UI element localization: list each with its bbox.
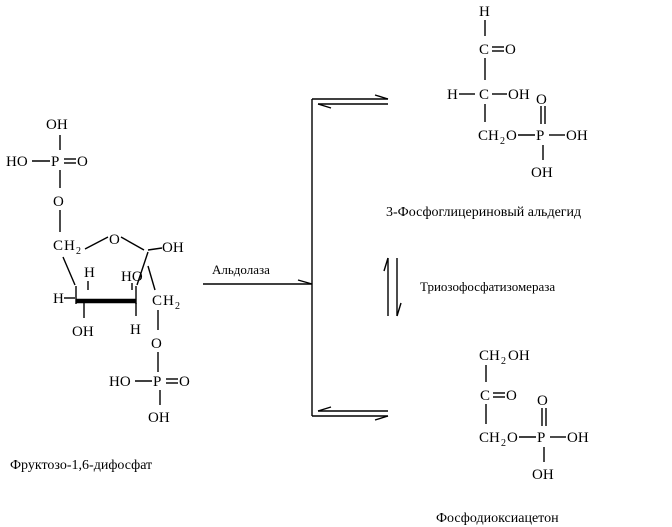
- dhap-o-p: O: [537, 393, 548, 409]
- isomerase-arrows: Триозофосфатизомераза: [383, 257, 555, 317]
- fructose-bisphosphate-structure: OH HO P O O C H 2 O OH H HO H: [6, 117, 190, 473]
- gap-c1: C: [479, 42, 489, 58]
- dhap-o-double: O: [506, 388, 517, 404]
- fructose-caption: Фруктозо-1,6-дифосфат: [10, 458, 152, 473]
- isomerase-label: Триозофосфатизомераза: [420, 279, 555, 294]
- fructose-h-c4: H: [53, 291, 64, 307]
- fructose-bottom-h: H: [130, 322, 141, 338]
- dhap-ch2-top: CH: [479, 348, 500, 364]
- dhap-p: P: [537, 430, 545, 446]
- dhap-p-oh: OH: [567, 430, 589, 446]
- gap-ch2: CH: [478, 128, 499, 144]
- gap-p: P: [536, 128, 544, 144]
- fructose-top-ester-o: O: [53, 194, 64, 210]
- fructose-top-p: P: [51, 154, 59, 170]
- dhap-c: C: [480, 388, 490, 404]
- fructose-top-o-double: O: [77, 154, 88, 170]
- fructose-bottom-o-double: O: [179, 374, 190, 390]
- gap-ester-o: O: [506, 128, 517, 144]
- fructose-top-oh: OH: [46, 117, 68, 133]
- fructose-h-c5: H: [84, 265, 95, 281]
- dhap-oh-top: OH: [508, 348, 530, 364]
- fructose-c6: C: [152, 293, 162, 309]
- gap-p-oh: OH: [566, 128, 588, 144]
- gap-c2: C: [479, 87, 489, 103]
- dhap-oh-bottom: OH: [532, 467, 554, 483]
- dhap-ch2: CH: [479, 430, 500, 446]
- fructose-ring-sub: 2: [76, 246, 81, 257]
- fructose-bottom-ho: HO: [109, 374, 131, 390]
- fructose-ring-ho: HO: [121, 269, 143, 285]
- fructose-bottom-oh: OH: [148, 410, 170, 426]
- dhap-sub2: 2: [501, 438, 506, 449]
- dhap-caption: Фосфодиоксиацетон: [436, 511, 559, 526]
- dhap-structure: CH 2 OH C O CH 2 O P OH O OH Фосфодиокси…: [436, 348, 589, 526]
- fructose-ring-c: C: [53, 238, 63, 254]
- fructose-top-ho: HO: [6, 154, 28, 170]
- fructose-bottom-p: P: [153, 374, 161, 390]
- fructose-anomeric-oh: OH: [162, 240, 184, 256]
- gap-sub2: 2: [500, 136, 505, 147]
- fructose-link-o: O: [151, 336, 162, 352]
- aldolase-arrows: Альдолаза: [203, 94, 389, 421]
- glyceraldehyde-phosphate-structure: H C O H C OH CH 2 O P OH O OH 3-Фосфогли…: [386, 4, 588, 220]
- fructose-bottom-oh: OH: [72, 324, 94, 340]
- gap-h-top: H: [479, 4, 490, 20]
- dhap-sub-top: 2: [501, 356, 506, 367]
- fructose-sub6: 2: [175, 301, 180, 312]
- glyceraldehyde-caption: 3-Фосфоглицериновый альдегид: [386, 205, 581, 220]
- fructose-h6: H: [163, 293, 174, 309]
- gap-oh-mid: OH: [508, 87, 530, 103]
- gap-h-mid: H: [447, 87, 458, 103]
- aldolase-label: Альдолаза: [212, 262, 270, 277]
- dhap-ester-o: O: [507, 430, 518, 446]
- gap-o-double: O: [536, 92, 547, 108]
- gap-o1: O: [505, 42, 516, 58]
- fructose-ring-o: O: [109, 232, 120, 248]
- gap-oh-bottom: OH: [531, 165, 553, 181]
- fructose-ring-h: H: [64, 238, 75, 254]
